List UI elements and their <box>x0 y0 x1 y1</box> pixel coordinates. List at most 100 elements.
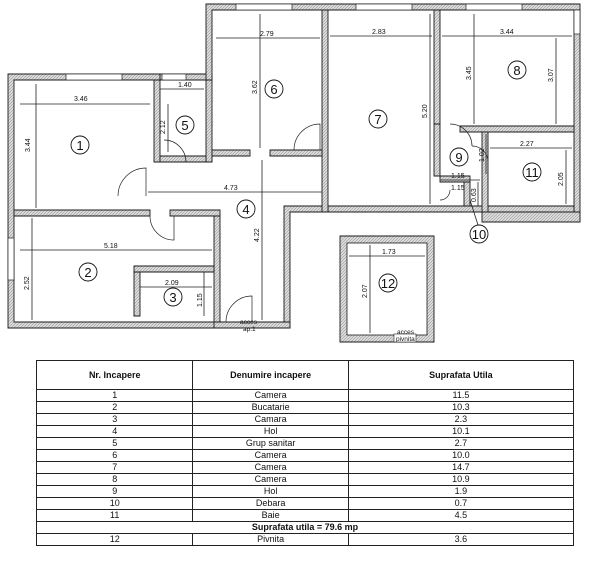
dim-label: 4.22 <box>254 228 261 242</box>
cell-nr: 10 <box>35 497 194 510</box>
cell-area: 1.9 <box>347 485 575 498</box>
walls <box>7 3 581 329</box>
floor-plan: 3.46 3.44 1.40 2.12 2.79 3.62 2.83 5.20 … <box>7 3 581 343</box>
cell-nr: 8 <box>35 473 194 486</box>
dim-label: 2.27 <box>520 141 534 148</box>
cell-area: 10.3 <box>347 401 575 414</box>
dim-label: 0.63 <box>471 188 478 202</box>
cell-area: 3.6 <box>347 533 575 546</box>
dim-label: 3.62 <box>252 80 259 94</box>
dim-label: 2.79 <box>260 31 274 38</box>
dim-label: 3.45 <box>466 66 473 80</box>
cell-name: Hol <box>192 425 349 438</box>
room-labels: 1 2 3 4 5 6 7 8 9 10 11 12 <box>70 60 542 307</box>
cell-name: Camera <box>192 449 349 462</box>
cell-name: Camara <box>192 413 349 426</box>
dim-label: 2.07 <box>362 284 369 298</box>
cell-nr: 2 <box>35 401 194 414</box>
cell-nr: 11 <box>35 509 194 522</box>
room-number: 8 <box>513 63 520 78</box>
cell-area: 10.0 <box>347 449 575 462</box>
cell-area: 10.1 <box>347 425 575 438</box>
area-table: Nr. Incapere Denumire incapere Suprafata… <box>35 360 575 546</box>
cell-name: Camera <box>192 473 349 486</box>
cell-name: Camera <box>192 389 349 402</box>
col-header-area: Suprafata Utila <box>347 360 575 390</box>
room-number: 4 <box>242 202 249 217</box>
cell-nr: 12 <box>35 533 194 546</box>
room-number: 1 <box>76 138 83 153</box>
total-label: Suprafata utila = 79.6 mp <box>36 521 574 534</box>
cell-name: Debara <box>192 497 349 510</box>
cell-nr: 4 <box>35 425 194 438</box>
cell-name: Baie <box>192 509 349 522</box>
dim-label: 5.20 <box>422 104 429 118</box>
room-number: 7 <box>374 112 381 127</box>
room-number: 2 <box>84 265 91 280</box>
cell-name: Hol <box>192 485 349 498</box>
room-number: 3 <box>169 290 176 305</box>
room-number: 6 <box>270 82 277 97</box>
access-notes: acces ap.1 acces pivnita <box>240 319 415 343</box>
entrance-note: acces ap.1 <box>240 319 259 333</box>
dim-label: 1.40 <box>178 82 192 89</box>
room-number: 12 <box>381 276 395 291</box>
dim-label: 1.15 <box>451 185 465 192</box>
dim-label: 2.52 <box>24 276 31 290</box>
col-header-nr: Nr. Incapere <box>35 360 194 390</box>
windows <box>7 3 581 281</box>
total-row: Suprafata utila = 79.6 mp <box>36 521 574 534</box>
cell-name: Grup sanitar <box>192 437 349 450</box>
cell-nr: 1 <box>35 389 194 402</box>
cell-area: 2.3 <box>347 413 575 426</box>
dim-label: 3.07 <box>548 68 555 82</box>
cell-nr: 9 <box>35 485 194 498</box>
cell-nr: 5 <box>35 437 194 450</box>
cell-area: 14.7 <box>347 461 575 474</box>
dimension-labels: 3.46 3.44 1.40 2.12 2.79 3.62 2.83 5.20 … <box>24 29 565 307</box>
cell-name: Bucatarie <box>192 401 349 414</box>
col-header-name: Denumire incapere <box>192 360 349 390</box>
dim-label: 1.02 <box>479 148 486 162</box>
cell-nr: 7 <box>35 461 194 474</box>
dim-label: 5.18 <box>104 243 118 250</box>
room-number: 9 <box>455 150 462 165</box>
dim-label: 4.73 <box>224 185 238 192</box>
cell-area: 11.5 <box>347 389 575 402</box>
dim-label: 1.73 <box>382 249 396 256</box>
cell-area: 4.5 <box>347 509 575 522</box>
dim-label: 2.12 <box>160 120 167 134</box>
table-header-row: Nr. Incapere Denumire incapere Suprafata… <box>35 360 575 390</box>
doors <box>117 123 489 323</box>
cell-name: Camera <box>192 461 349 474</box>
cell-nr: 3 <box>35 413 194 426</box>
cell-area: 0.7 <box>347 497 575 510</box>
cell-area: 2.7 <box>347 437 575 450</box>
dim-label: 1.15 <box>197 293 204 307</box>
cell-nr: 6 <box>35 449 194 462</box>
room-number: 5 <box>181 118 188 133</box>
dim-label: 3.44 <box>500 29 514 36</box>
cell-area: 10.9 <box>347 473 575 486</box>
dim-label: 3.44 <box>25 138 32 152</box>
room-number: 11 <box>525 165 539 180</box>
room-number: 10 <box>472 227 486 242</box>
dim-label: 3.46 <box>74 96 88 103</box>
dim-label: 1.15 <box>451 173 465 180</box>
dim-label: 2.09 <box>165 280 179 287</box>
dimension-lines <box>20 14 572 333</box>
dim-label: 2.05 <box>558 172 565 186</box>
